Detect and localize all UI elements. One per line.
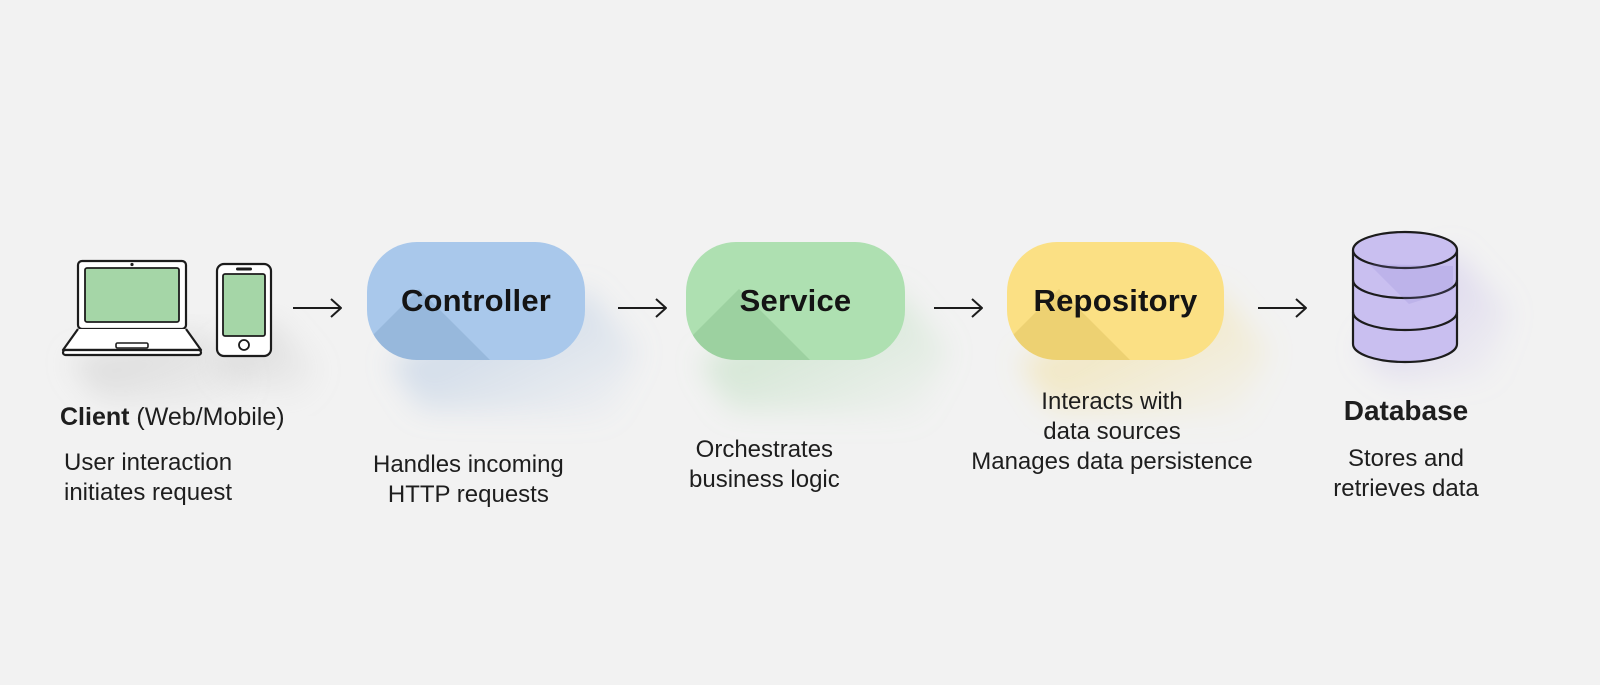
arrow-right-icon (1258, 298, 1307, 318)
arrow-right-icon (293, 298, 342, 318)
repository-desc-line: Manages data persistence (971, 448, 1253, 475)
repository-node: Repository (1007, 242, 1224, 360)
arrow-right-icon (934, 298, 983, 318)
database-desc-line: retrieves data (1333, 475, 1479, 502)
client-title: Client (60, 403, 130, 431)
repository-desc-line: Interacts with (1041, 388, 1183, 415)
database-desc-line: Stores and (1347, 445, 1465, 472)
repository-desc-line: data sources (1043, 418, 1181, 445)
database-title: Database (1343, 395, 1469, 426)
arrow-right-icon (618, 298, 667, 318)
service-node: Service (686, 242, 905, 360)
controller-description: Handles incoming HTTP requests (373, 450, 564, 510)
service-desc-line: business logic (689, 466, 840, 493)
service-desc-line: Orchestrates (695, 436, 834, 463)
service-description: Orchestrates business logic (689, 435, 840, 495)
repository-description: Interacts with data sources Manages data… (966, 387, 1258, 477)
client-desc-line: initiates request (64, 479, 233, 506)
client-desc-line: User interaction (64, 449, 233, 476)
controller-desc-line: Handles incoming (373, 451, 564, 478)
controller-desc-line: HTTP requests (387, 481, 549, 508)
laptop-icon (61, 259, 203, 357)
client-title-row: Client (Web/Mobile) (60, 402, 285, 432)
controller-node: Controller (367, 242, 585, 360)
smartphone-icon (215, 262, 273, 358)
client-subtitle: (Web/Mobile) (129, 403, 285, 431)
database-description: Stores and retrieves data (1320, 444, 1492, 504)
service-label: Service (739, 283, 852, 318)
repository-label: Repository (1033, 283, 1198, 318)
controller-label: Controller (400, 283, 552, 318)
database-cylinder-icon (1351, 230, 1459, 364)
client-description: User interaction initiates request (64, 448, 232, 508)
